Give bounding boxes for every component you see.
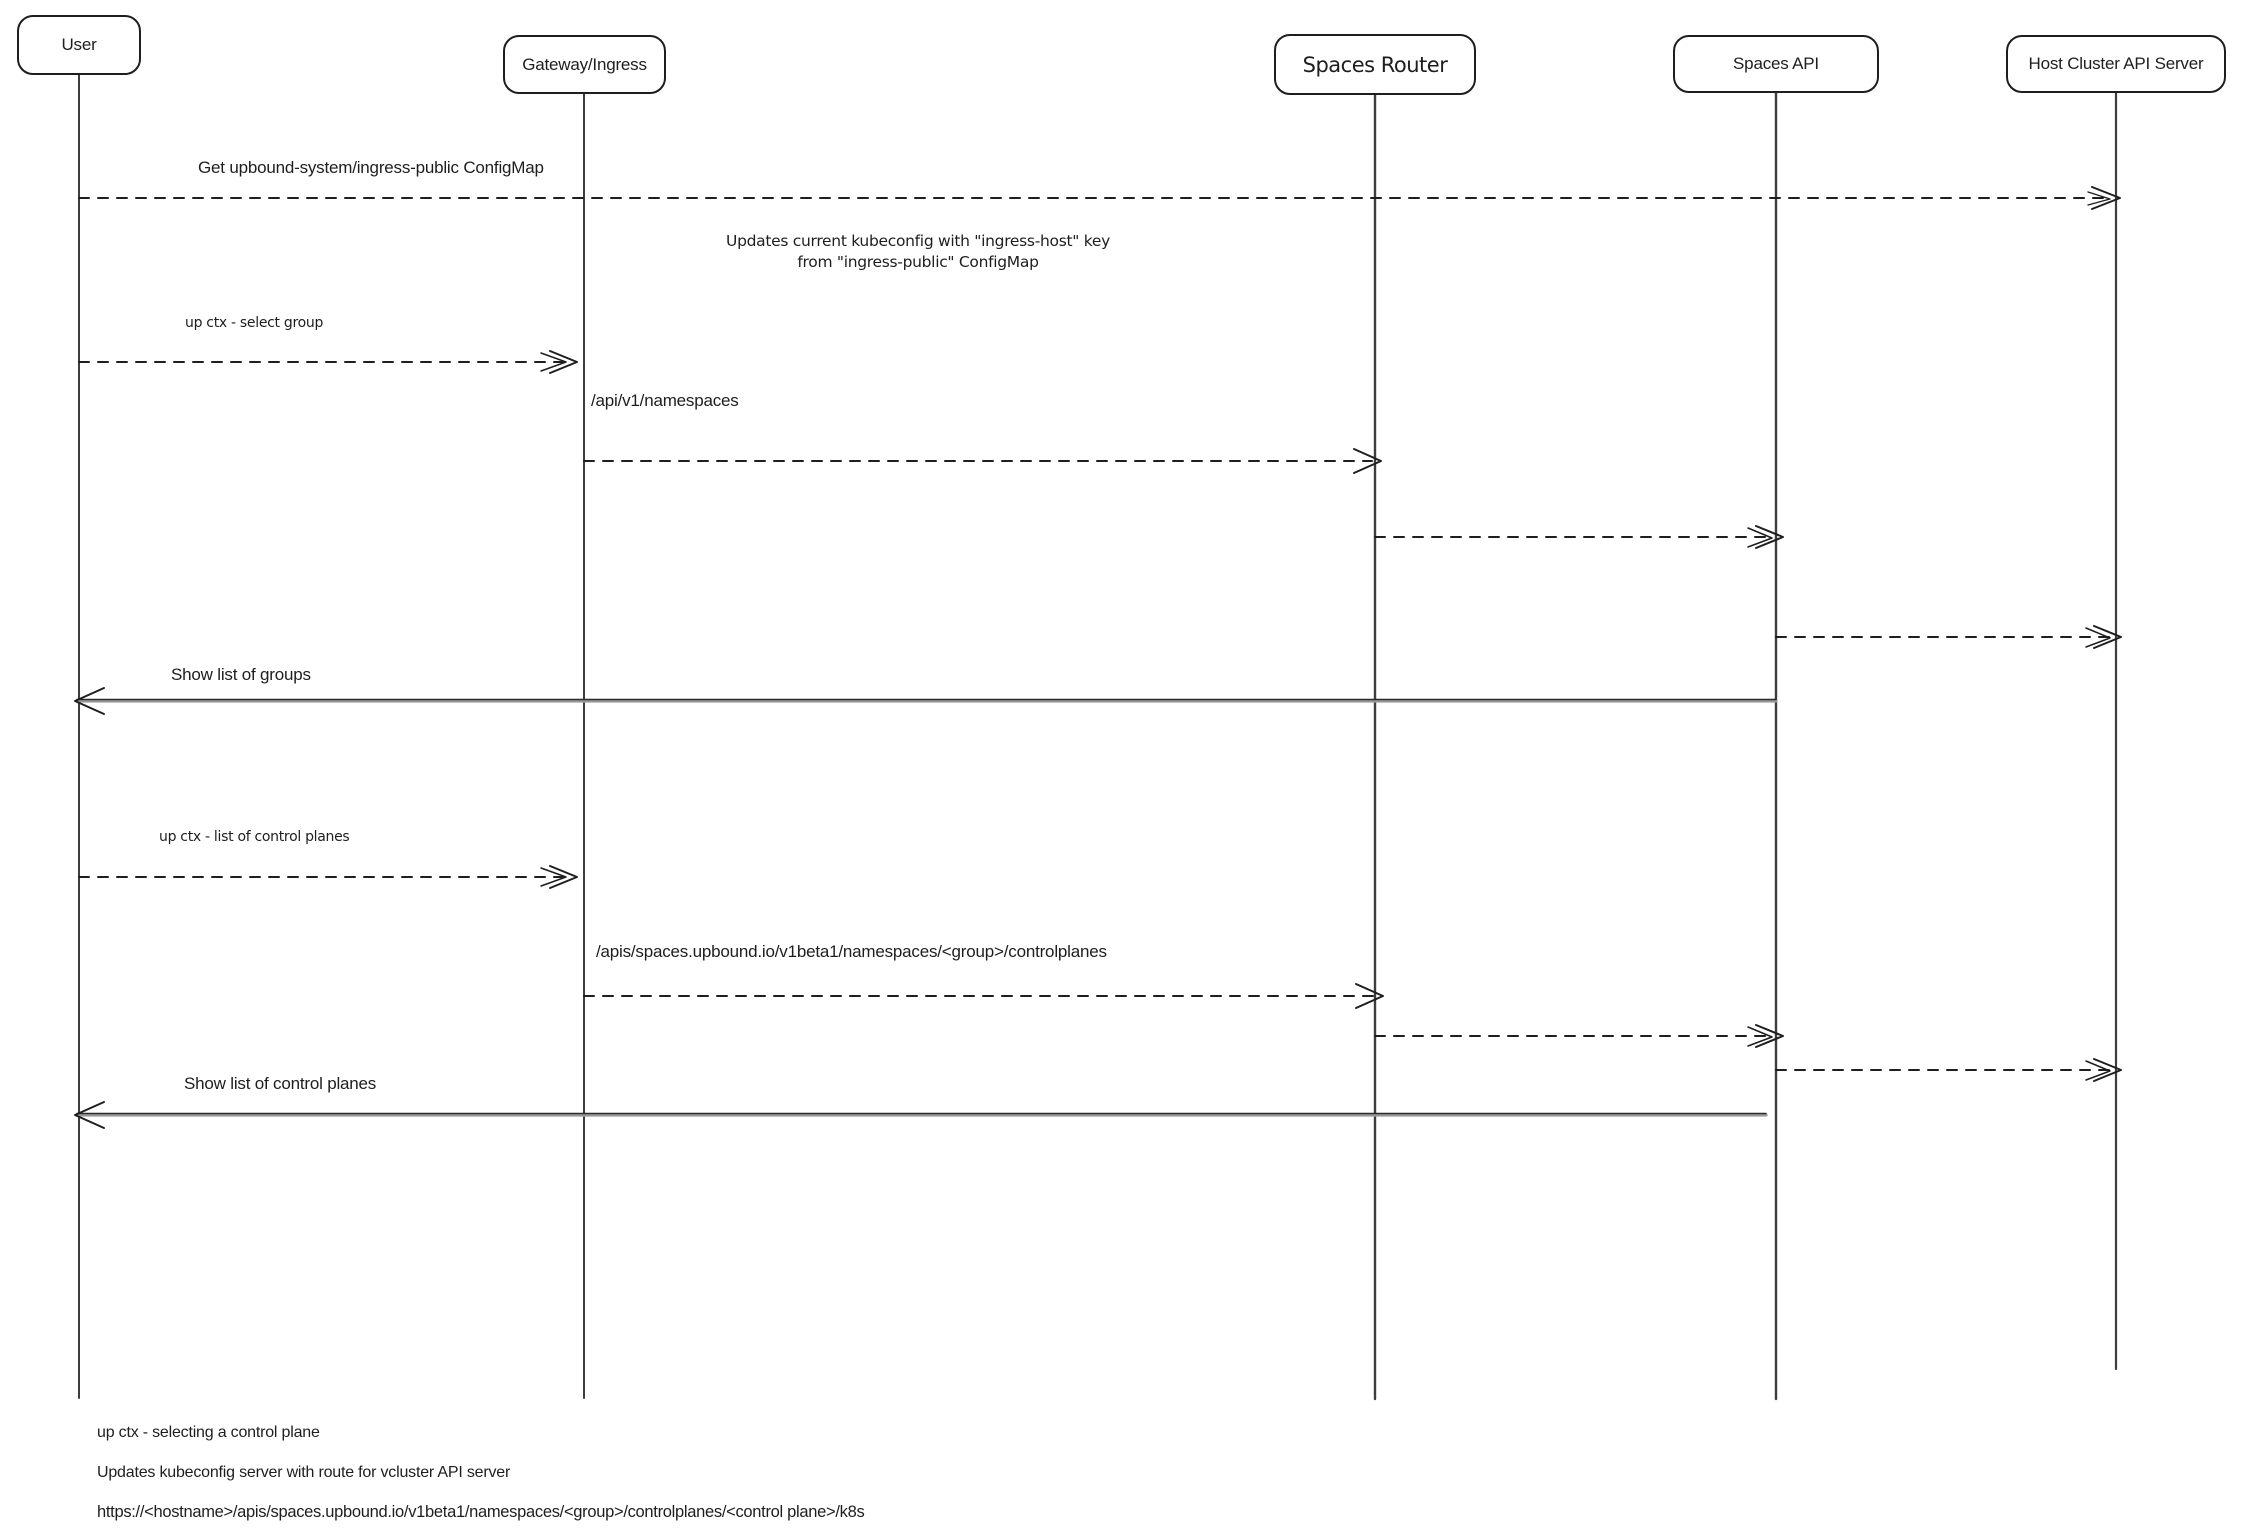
message-get-configmap: Get upbound-system/ingress-public Config…	[198, 158, 544, 177]
note-line-2: from "ingress-public" ConfigMap	[797, 253, 1039, 271]
message-apis-controlplanes: /apis/spaces.upbound.io/v1beta1/namespac…	[596, 942, 1107, 961]
arrow-show-control-planes	[74, 1101, 1768, 1129]
arrow-show-groups	[74, 687, 1778, 715]
actor-label-host-cluster: Host Cluster API Server	[2028, 54, 2204, 73]
message-show-control-planes: Show list of control planes	[184, 1074, 377, 1093]
arrow-router-to-api	[1374, 525, 1784, 549]
actor-label-spaces-api: Spaces API	[1733, 54, 1819, 73]
message-list-control-planes: up ctx - list of control planes	[159, 829, 350, 845]
note-updates-kubeconfig: Updates current kubeconfig with "ingress…	[708, 231, 1128, 273]
actor-label-user: User	[61, 35, 97, 54]
footnote-updates-kubeconfig-server: Updates kubeconfig server with route for…	[97, 1464, 511, 1481]
actor-label-spaces-router: Spaces Router	[1302, 52, 1448, 77]
arrow-api-to-host	[1775, 625, 2122, 649]
arrow-router-to-api-2	[1374, 1024, 1784, 1048]
arrow-select-group	[78, 350, 578, 374]
footnote-vcluster-url: https://<hostname>/apis/spaces.upbound.i…	[97, 1503, 865, 1521]
message-show-groups: Show list of groups	[171, 665, 311, 684]
arrow-list-control-planes	[78, 865, 578, 889]
actor-box-spaces-api: Spaces API	[1673, 35, 1879, 93]
arrow-api-namespaces	[583, 448, 1382, 474]
actor-box-spaces-router: Spaces Router	[1274, 34, 1476, 95]
arrow-apis-controlplanes	[583, 983, 1384, 1009]
actor-box-host-cluster: Host Cluster API Server	[2006, 35, 2226, 93]
message-api-namespaces: /api/v1/namespaces	[591, 391, 739, 410]
arrow-api-to-host-2	[1775, 1058, 2122, 1082]
actor-box-user: User	[17, 15, 141, 75]
actor-box-gateway-ingress: Gateway/Ingress	[503, 35, 666, 94]
actor-label-gateway-ingress: Gateway/Ingress	[522, 54, 647, 74]
arrow-get-configmap	[78, 186, 2121, 210]
message-select-group: up ctx - select group	[185, 315, 324, 331]
footnote-selecting-control-plane: up ctx - selecting a control plane	[97, 1424, 320, 1441]
note-line-1: Updates current kubeconfig with "ingress…	[726, 232, 1110, 250]
